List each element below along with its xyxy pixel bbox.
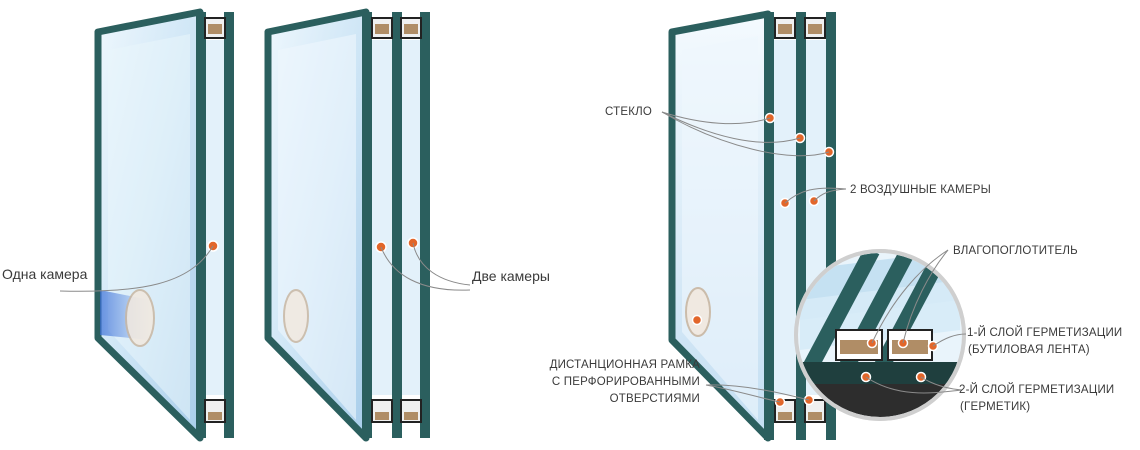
- label-spacer-line2: С ПЕРФОРИРОВАННЫМИ: [551, 376, 700, 388]
- desiccant-top: [778, 24, 792, 34]
- label-one-chamber: Одна камера: [2, 266, 88, 282]
- leader-line-sealant: [865, 376, 963, 394]
- desiccant-top: [404, 24, 418, 34]
- glass-edge-bar: [224, 12, 234, 438]
- desiccant-bottom: [808, 412, 822, 420]
- desiccant-top: [208, 24, 222, 34]
- leader-line-sealant: [920, 376, 963, 391]
- single-chamber-unit: [59, 8, 234, 442]
- corner-cutaway: [685, 287, 711, 337]
- glass-edge-bar: [796, 12, 806, 440]
- leader-line-glass: [661, 111, 801, 143]
- double-chamber-unit: [264, 8, 471, 442]
- desiccant-top: [808, 24, 822, 34]
- magnifier: [794, 249, 966, 421]
- label-two-chambers: Две камеры: [472, 268, 550, 284]
- glass-edge-bar: [764, 12, 774, 440]
- air-chamber-strip: [206, 40, 224, 395]
- label-first-seal-line1: 1-Й СЛОЙ ГЕРМЕТИЗАЦИИ: [967, 327, 1123, 339]
- leader-line-air: [784, 187, 847, 204]
- desiccant-bottom: [404, 412, 418, 420]
- label-second-seal-line2: (ГЕРМЕТИК): [960, 401, 1031, 413]
- desiccant-bottom: [375, 412, 389, 420]
- glass-edge-bar: [362, 12, 372, 438]
- corner-cutaway: [125, 289, 155, 347]
- label-spacer-line3: ОТВЕРСТИЯМИ: [609, 393, 700, 405]
- glass-edge-bar: [420, 12, 430, 438]
- glass-edge-bar: [392, 12, 402, 438]
- glass-edge-bar: [826, 12, 836, 440]
- desiccant-bottom: [208, 412, 222, 420]
- air-chamber-strip: [402, 40, 420, 395]
- leader-line-two-chambers: [412, 242, 471, 286]
- desiccant-bottom: [778, 412, 792, 420]
- detailed-unit: [661, 10, 847, 442]
- label-first-seal-line2: (БУТИЛОВАЯ ЛЕНТА): [968, 344, 1090, 356]
- label-glass: СТЕКЛО: [605, 106, 653, 118]
- label-desiccant: ВЛАГОПОГЛОТИТЕЛЬ: [953, 245, 1078, 257]
- air-chamber-strip: [372, 40, 392, 395]
- leader-line-desiccant: [902, 249, 949, 344]
- leader-line-two-chambers: [380, 246, 471, 291]
- glass-edge-bar: [196, 12, 206, 438]
- leader-line-desiccant: [871, 249, 949, 344]
- leader-line-butyl: [932, 333, 967, 347]
- label-two-air-chambers: 2 ВОЗДУШНЫЕ КАМЕРЫ: [850, 184, 991, 196]
- leader-line-one-chamber: [59, 245, 214, 292]
- leader-line-spacer: [705, 384, 781, 403]
- leader-line-air: [813, 188, 847, 202]
- air-chamber-strip: [774, 40, 796, 395]
- leader-line-glass: [661, 111, 830, 157]
- label-spacer-line1: ДИСТАНЦИОННАЯ РАМКА: [549, 359, 700, 371]
- leader-line-spacer: [705, 384, 810, 401]
- label-second-seal-line1: 2-Й СЛОЙ ГЕРМЕТИЗАЦИИ: [959, 384, 1115, 396]
- leader-line-glass: [661, 111, 771, 125]
- spacer-marker: [691, 314, 703, 326]
- corner-cutaway: [283, 289, 309, 343]
- desiccant-top: [375, 24, 389, 34]
